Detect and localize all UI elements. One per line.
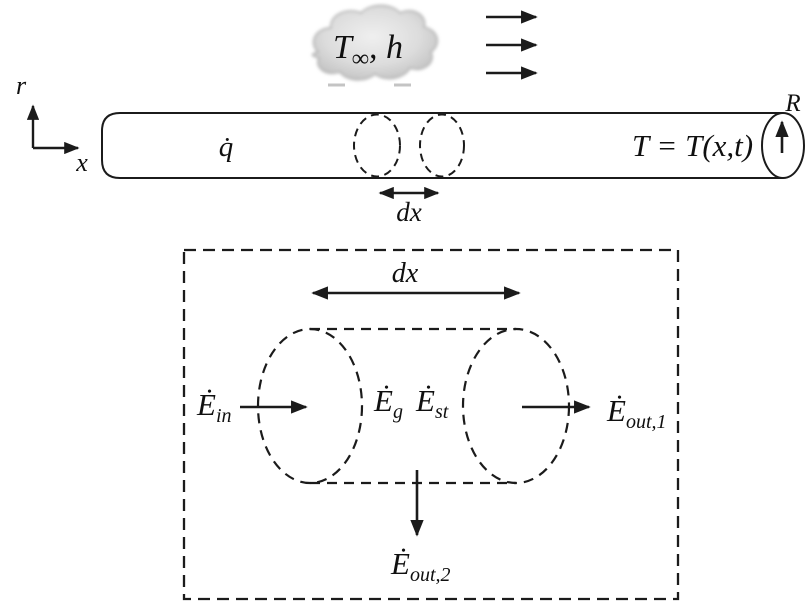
energy-out2-label: Ėout,2 — [390, 546, 451, 586]
energy-balance-diagram: dx Ėin Ėg Ėst Ėout,1 Ėout,2 — [182, 248, 680, 601]
radius-label: R — [784, 90, 800, 117]
x-axis-label: x — [75, 148, 88, 177]
energy-generation-label: Ėg — [373, 383, 403, 423]
energy-storage-subscript: st — [435, 401, 449, 423]
energy-generation-subscript: g — [393, 401, 403, 423]
rod-dx-label: dx — [396, 197, 422, 227]
cv-dx-label: dx — [392, 258, 419, 289]
energy-in-base: Ė — [196, 387, 216, 422]
fluid-temp-symbol: T — [333, 29, 354, 66]
element-face-right — [419, 113, 465, 178]
energy-out1-label: Ėout,1 — [606, 393, 667, 433]
fluid-condition-label: T∞, h — [333, 29, 403, 72]
conv-coefficient-symbol: , h — [369, 29, 403, 66]
cloud-shape — [311, 4, 439, 81]
energy-generation-base: Ė — [373, 383, 393, 418]
rod-body — [101, 112, 783, 179]
coordinate-axes: r x — [16, 71, 88, 177]
energy-storage-base: Ė — [415, 383, 435, 418]
energy-out1-base: Ė — [606, 393, 626, 428]
heat-generation-label: q̇ — [219, 131, 234, 163]
flow-arrows — [486, 10, 538, 80]
energy-out2-subscript: out,2 — [410, 564, 451, 586]
control-volume-boundary — [182, 248, 680, 601]
energy-in-label: Ėin — [196, 387, 232, 427]
cylindrical-rod: R q̇ T = T(x,t) dx — [101, 90, 805, 227]
temperature-function-label: T = T(x,t) — [632, 128, 753, 163]
infinity-subscript: ∞ — [352, 46, 369, 72]
element-face-left — [353, 113, 401, 178]
energy-storage-label: Ėst — [415, 383, 449, 423]
energy-out2-base: Ė — [390, 546, 410, 581]
fluid-cloud: T∞, h — [311, 4, 439, 87]
energy-out1-subscript: out,1 — [626, 411, 667, 433]
energy-in-subscript: in — [216, 405, 232, 427]
r-axis-label: r — [16, 71, 27, 100]
